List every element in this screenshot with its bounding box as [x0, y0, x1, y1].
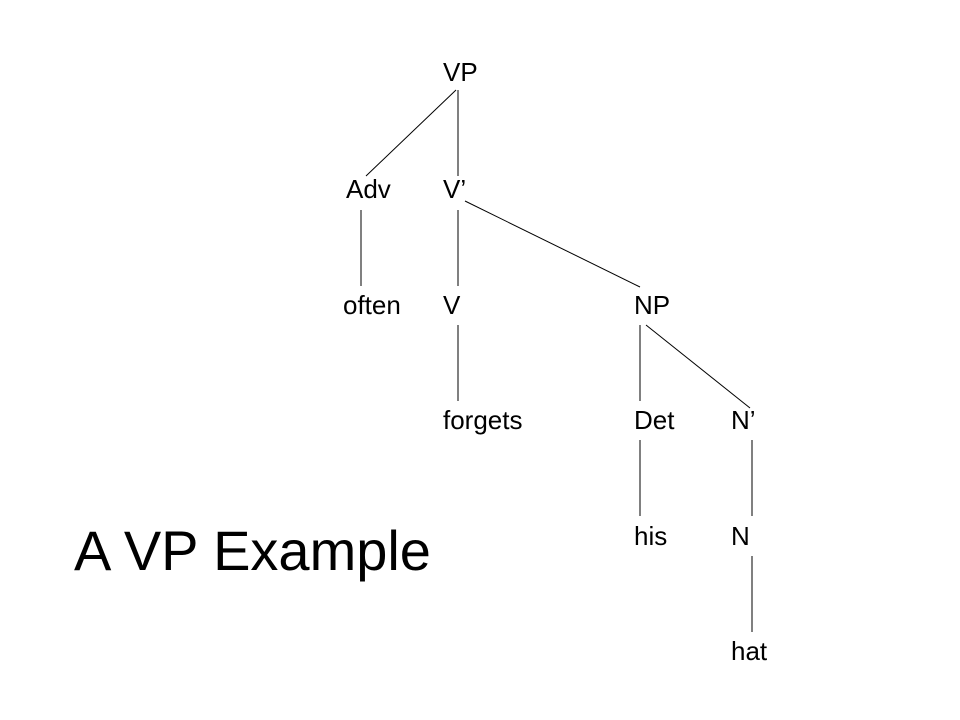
node-nbar: N’: [731, 405, 756, 435]
edge-vbar-np: [464, 200, 641, 288]
edge-vp-adv: [365, 89, 457, 177]
node-np: NP: [634, 290, 671, 320]
node-vp: VP: [443, 57, 478, 87]
node-hat: hat: [731, 636, 768, 666]
node-his: his: [634, 521, 668, 551]
node-forgets: forgets: [443, 405, 523, 435]
edge-np-nbar: [645, 324, 751, 409]
node-det: Det: [634, 405, 675, 435]
node-n: N: [731, 521, 750, 551]
node-adv: Adv: [346, 174, 391, 204]
node-v: V: [443, 290, 461, 320]
node-often: often: [343, 290, 401, 320]
slide-title: A VP Example: [74, 519, 431, 582]
node-vbar: V’: [443, 174, 467, 204]
